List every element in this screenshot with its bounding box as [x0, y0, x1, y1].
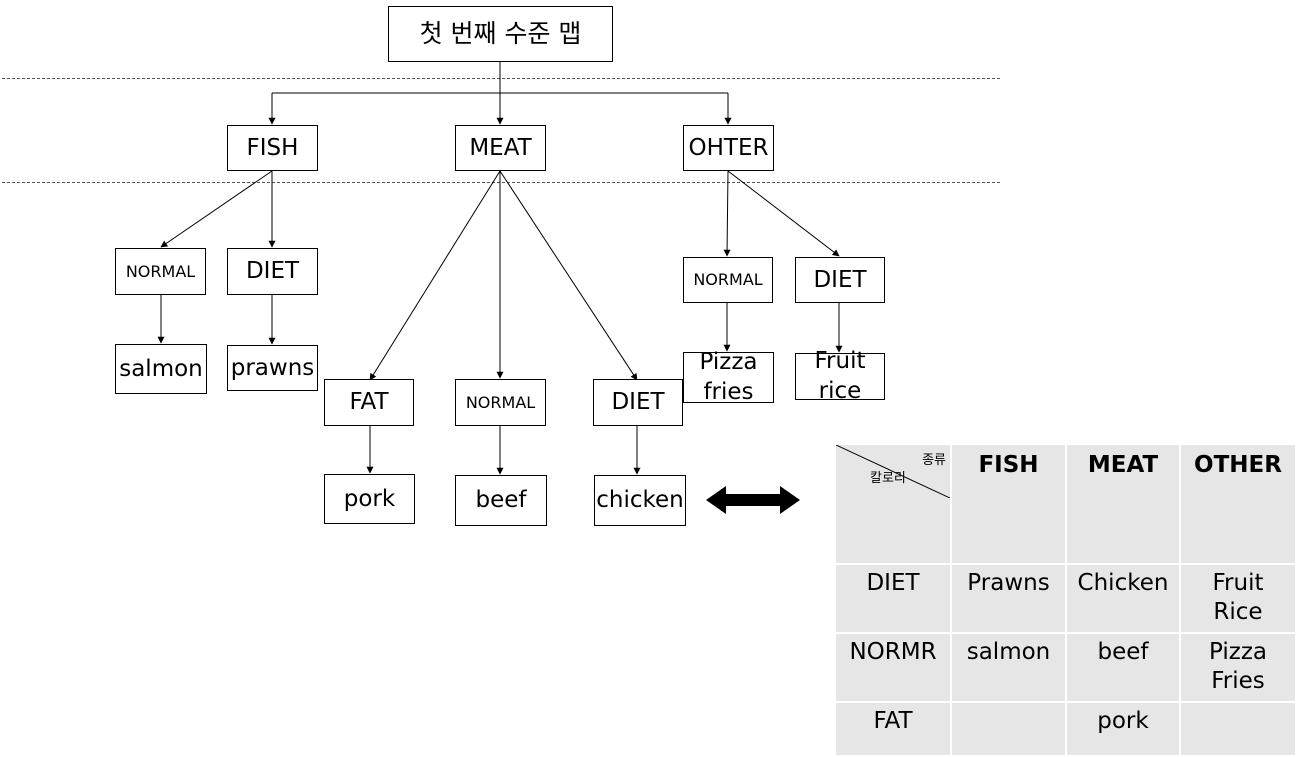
root-node: 첫 번째 수준 맵: [388, 6, 613, 62]
link-other-diet: [727, 170, 840, 257]
corner-diagonal: [836, 445, 950, 498]
leaf-salmon: salmon: [115, 344, 207, 394]
node-meat-diet: DIET: [593, 379, 683, 426]
row-label-normr: NORMR: [836, 633, 950, 701]
tree-connectors: [157, 62, 843, 475]
node-meat-normal: NORMAL: [455, 379, 546, 426]
node-fish-normal: NORMAL: [115, 248, 206, 295]
node-fish-diet: DIET: [227, 248, 318, 295]
leaf-chicken: chicken: [594, 475, 686, 526]
table-cell: Chicken: [1067, 564, 1179, 632]
mapping-table: 종류 칼로리 FISH MEAT OTHER DIET Prawns Chick…: [834, 443, 1297, 757]
node-meat: MEAT: [455, 125, 546, 171]
leaf-prawns: prawns: [227, 345, 318, 391]
leaf-pizza-fries: Pizza fries: [683, 349, 774, 405]
node-meat-fat: FAT: [324, 379, 414, 426]
table-corner-cell: 종류 칼로리: [836, 445, 950, 563]
table-row: DIET Prawns Chicken Fruit Rice: [836, 564, 1295, 632]
column-header-other: OTHER: [1181, 445, 1295, 563]
node-fish: FISH: [227, 125, 318, 171]
leaf-fruit-rice: Fruit rice: [795, 348, 885, 404]
table-cell: beef: [1067, 633, 1179, 701]
leaf-beef: beef: [455, 475, 547, 526]
link-meat-fat: [369, 170, 501, 381]
table-header-row: 종류 칼로리 FISH MEAT OTHER: [836, 445, 1295, 563]
column-header-meat: MEAT: [1067, 445, 1179, 563]
link-fish-normal: [160, 170, 273, 248]
double-arrow-icon: [706, 486, 800, 514]
node-other-normal: NORMAL: [683, 257, 773, 303]
table-cell: Pizza Fries: [1181, 633, 1295, 701]
link-meat-diet: [499, 170, 638, 381]
node-other-diet: DIET: [795, 257, 885, 303]
corner-label-calorie: 칼로리: [870, 471, 906, 486]
corner-label-type: 종류: [922, 453, 946, 468]
leaf-pork: pork: [324, 474, 415, 524]
level-divider-2: [2, 182, 1000, 183]
level-divider-1: [2, 78, 1000, 79]
node-other: OHTER: [683, 125, 774, 171]
table-cell: Prawns: [952, 564, 1065, 632]
table-cell: salmon: [952, 633, 1065, 701]
table-row: NORMR salmon beef Pizza Fries: [836, 633, 1295, 701]
row-label-diet: DIET: [836, 564, 950, 632]
link-other-normal: [723, 170, 731, 257]
column-header-fish: FISH: [952, 445, 1065, 563]
table-cell: Fruit Rice: [1181, 564, 1295, 632]
